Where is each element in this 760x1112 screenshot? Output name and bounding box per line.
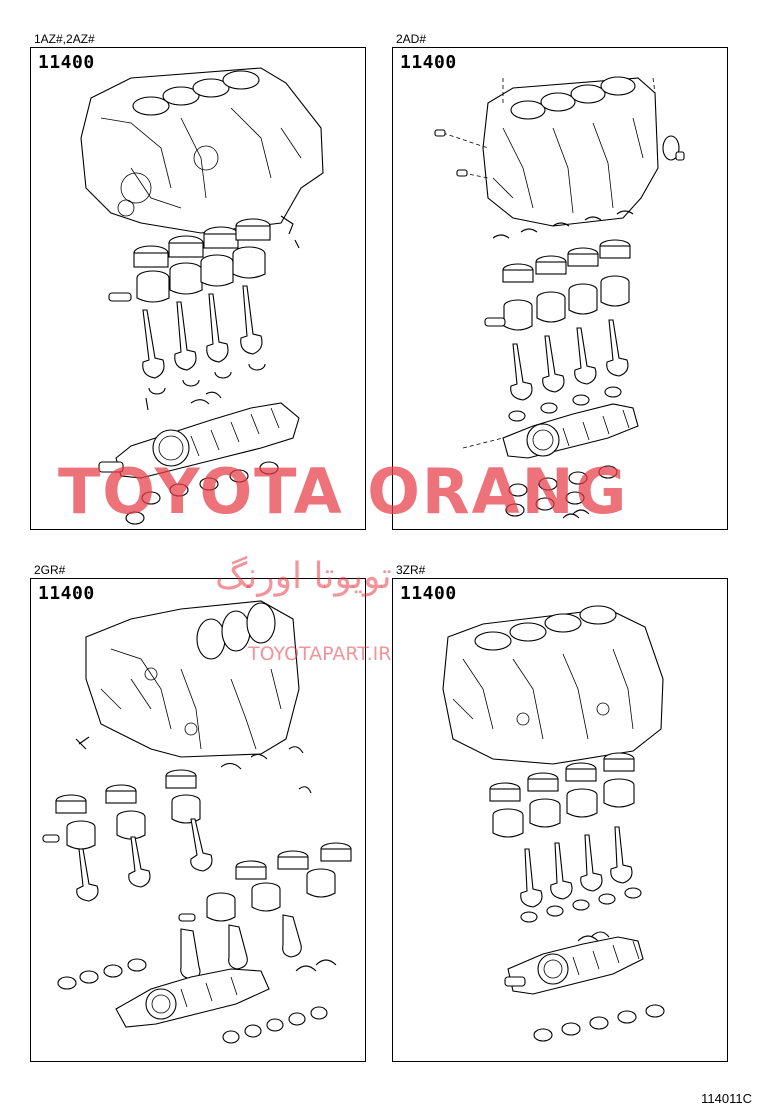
cylinder-block-drawing: [442, 605, 664, 765]
connecting-rod-drawing: [142, 285, 266, 411]
short-block-illustration-1az: [80, 67, 324, 525]
piston-set-drawing: [489, 752, 635, 838]
crankshaft-drawing: [57, 958, 337, 1044]
short-block-illustration-3zr: [442, 605, 665, 1042]
variant-label-2ad: 2AD#: [396, 32, 427, 46]
part-number[interactable]: 11400: [400, 583, 457, 604]
part-number[interactable]: 11400: [38, 583, 95, 604]
crankshaft-drawing: [98, 402, 300, 525]
cylinder-block-drawing: [80, 67, 324, 234]
short-block-illustration-2gr: [42, 600, 352, 1044]
diagram-panel-3zr[interactable]: 11400: [392, 578, 728, 1062]
cylinder-block-drawing: [434, 76, 685, 227]
part-number[interactable]: 11400: [400, 52, 457, 73]
piston-set-drawing: [108, 215, 300, 303]
diagram-panel-1az[interactable]: 11400: [30, 47, 366, 530]
figure-code: 114011C: [701, 1091, 752, 1106]
crankshaft-drawing: [504, 936, 665, 1042]
connecting-rod-drawing: [520, 826, 642, 942]
diagram-panel-2gr[interactable]: 11400: [30, 578, 366, 1062]
cylinder-block-drawing: [85, 600, 300, 758]
variant-label-2gr: 2GR#: [34, 563, 66, 577]
piston-set-drawing: [484, 210, 634, 331]
piston-set-drawing: [42, 736, 352, 922]
short-block-illustration-2ad: [434, 76, 685, 519]
crankshaft-drawing: [462, 403, 639, 519]
part-number[interactable]: 11400: [38, 52, 95, 73]
connecting-rod-drawing: [508, 319, 629, 422]
variant-label-1az: 1AZ#,2AZ#: [34, 32, 95, 46]
connecting-rod-drawing: [76, 818, 302, 980]
variant-label-3zr: 3ZR#: [396, 563, 426, 577]
diagram-panel-2ad[interactable]: 11400: [392, 47, 728, 530]
